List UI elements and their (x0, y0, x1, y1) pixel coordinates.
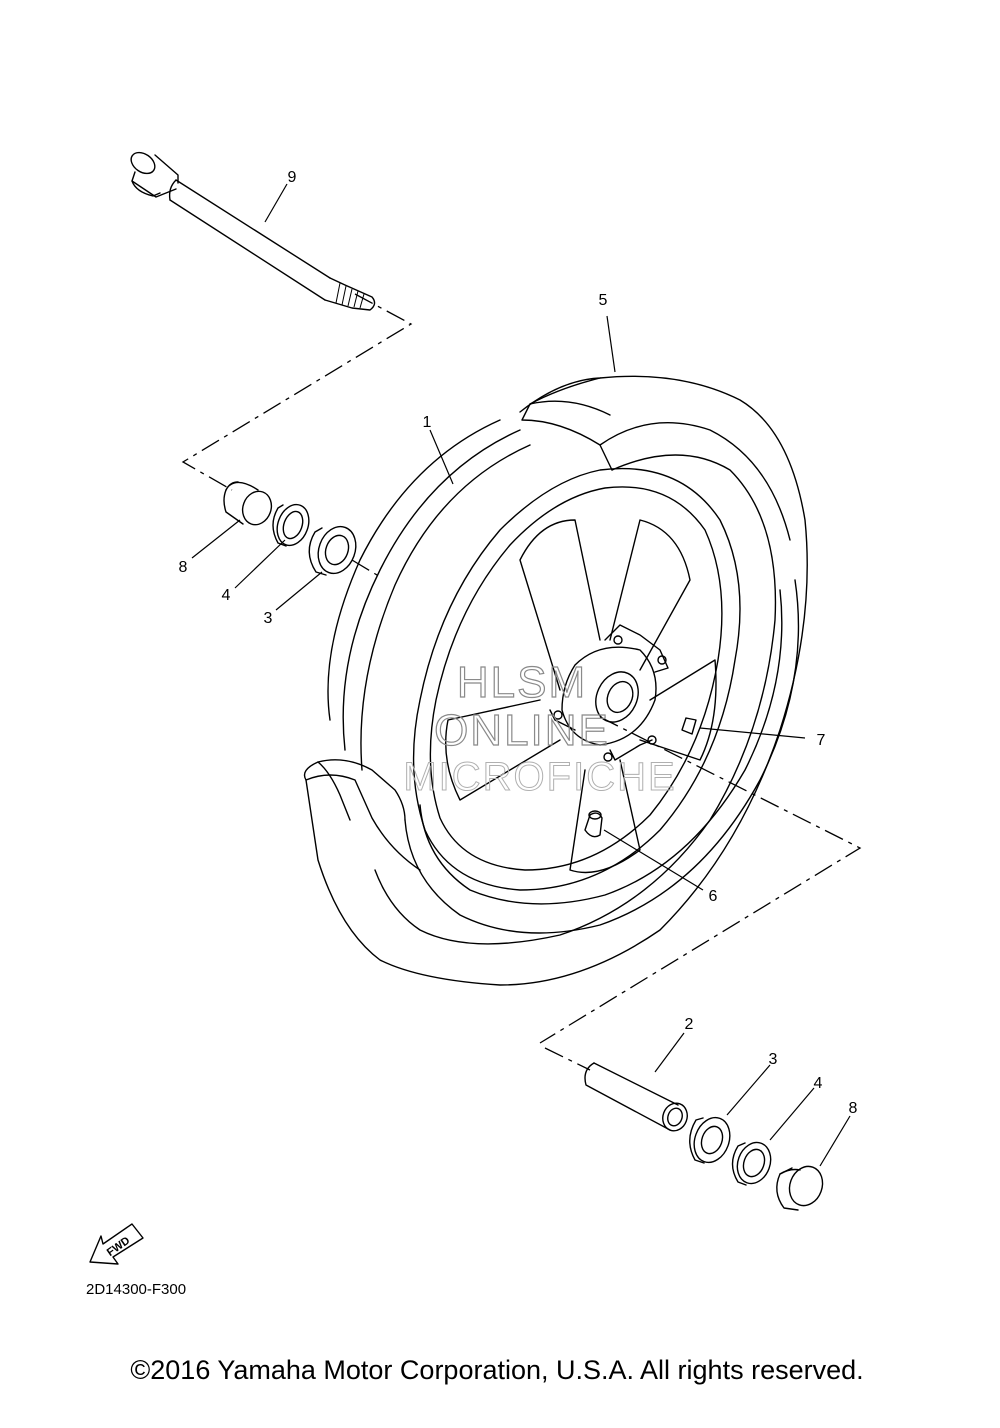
balance-weight-part[interactable] (681, 717, 697, 735)
oil-seal-right-part[interactable] (731, 1138, 776, 1188)
bearing-right-part[interactable] (688, 1113, 736, 1168)
watermark: HLSM ONLINE MICROFICHE (403, 657, 676, 799)
front-wheel[interactable] (303, 375, 808, 986)
fwd-label: FWD (105, 1235, 132, 1259)
copyright-notice: ©2016 Yamaha Motor Corporation, U.S.A. A… (130, 1355, 863, 1385)
callout-7: 7 (817, 732, 826, 749)
bearing-left-part[interactable] (308, 521, 362, 578)
callout-8-right: 8 (849, 1100, 858, 1117)
leader-lines (191, 183, 851, 1167)
oil-seal-left-part[interactable] (272, 500, 315, 550)
diagram-code: 2D14300-F300 (86, 1281, 186, 1298)
callout-6: 6 (709, 888, 718, 905)
callout-3-left: 3 (264, 610, 273, 627)
callout-9: 9 (288, 169, 297, 186)
watermark-line-1: HLSM (457, 658, 587, 707)
watermark-line-3: MICROFICHE (403, 755, 676, 799)
axle-part[interactable] (127, 148, 376, 311)
callout-3-right: 3 (769, 1051, 778, 1068)
collar-left-part[interactable] (223, 481, 276, 529)
callout-8-left: 8 (179, 559, 188, 576)
callout-4-right: 4 (814, 1075, 823, 1092)
fwd-arrow-icon: FWD (89, 1223, 144, 1265)
spacer-part[interactable] (584, 1062, 691, 1134)
callout-2: 2 (685, 1016, 694, 1033)
callouts: 9 5 1 8 4 3 7 6 2 3 4 8 (179, 169, 858, 1117)
collar-right-part[interactable] (776, 1162, 828, 1211)
callout-4-left: 4 (222, 587, 231, 604)
callout-1: 1 (423, 414, 432, 431)
callout-5: 5 (599, 292, 608, 309)
valve-part[interactable] (584, 810, 603, 838)
watermark-line-2: ONLINE (434, 706, 610, 755)
